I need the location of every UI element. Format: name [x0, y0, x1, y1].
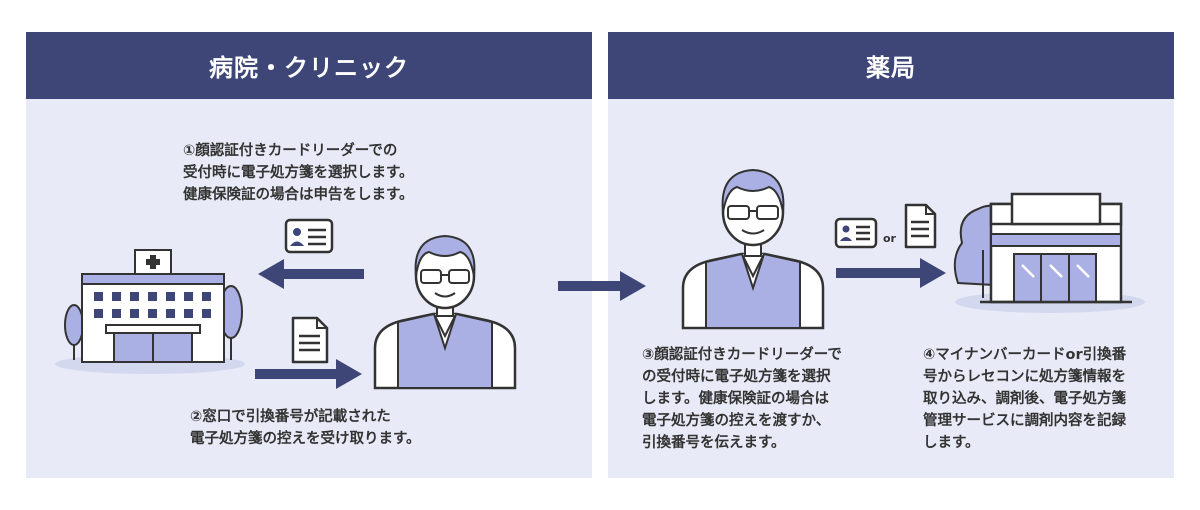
- clinic-step2-line: ②窓口で引換番号が記載された: [190, 409, 391, 425]
- patient-icon: [373, 234, 517, 390]
- pharmacy-step4-line: 取り込み、調剤後、電子処方箋: [923, 391, 1126, 407]
- id-card-icon: [834, 217, 878, 249]
- clinic-step2-line: 電子処方箋の控えを受け取ります。: [190, 431, 421, 447]
- arrow-right-icon: [836, 258, 946, 288]
- arrow-right-icon: [558, 271, 646, 301]
- clinic-step1-line: ①顔認証付きカードリーダーでの: [183, 143, 398, 159]
- or-label: or: [883, 232, 897, 245]
- clinic-step2-text: ②窓口で引換番号が記載された 電子処方箋の控えを受け取ります。: [190, 406, 421, 450]
- id-card-icon: [284, 218, 334, 254]
- document-icon: [904, 203, 937, 249]
- document-icon: [291, 316, 329, 364]
- pharmacy-step4-line: します。: [923, 435, 980, 451]
- clinic-panel: 病院・クリニック: [26, 32, 592, 478]
- hospital-icon: [55, 249, 245, 374]
- pharmacy-step3-line: 電子処方箋の控えを渡すか、: [642, 413, 831, 429]
- arrow-left-icon: [258, 259, 364, 289]
- pharmacy-step3-line: します。健康保険証の場合は: [642, 391, 830, 407]
- clinic-header: 病院・クリニック: [26, 32, 592, 99]
- clinic-step1-line: 健康保険証の場合は申告をします。: [183, 187, 414, 203]
- patient-icon: [681, 168, 825, 330]
- pharmacy-step4-text: ④マイナンバーカードor引換番 号からレセコンに処方箋情報を 取り込み、調剤後、…: [923, 344, 1126, 454]
- pharmacy-step3-line: 引換番号を伝えます。: [642, 435, 786, 451]
- clinic-step1-text: ①顔認証付きカードリーダーでの 受付時に電子処方箋を選択します。 健康保険証の場…: [183, 140, 414, 206]
- pharmacy-step4-line: 管理サービスに調剤内容を記録: [923, 413, 1126, 429]
- pharmacy-header: 薬局: [608, 32, 1174, 99]
- pharmacy-store-icon: [953, 192, 1145, 313]
- pharmacy-step3-line: の受付時に電子処方箋を選択: [642, 369, 831, 385]
- pharmacy-step4-line: 号からレセコンに処方箋情報を: [923, 369, 1126, 385]
- clinic-step1-line: 受付時に電子処方箋を選択します。: [183, 165, 414, 181]
- pharmacy-step3-text: ③顔認証付きカードリーダーで の受付時に電子処方箋を選択 します。健康保険証の場…: [642, 344, 842, 454]
- arrow-right-icon: [255, 359, 362, 389]
- pharmacy-step3-line: ③顔認証付きカードリーダーで: [642, 347, 842, 363]
- pharmacy-step4-line: ④マイナンバーカードor引換番: [923, 347, 1127, 363]
